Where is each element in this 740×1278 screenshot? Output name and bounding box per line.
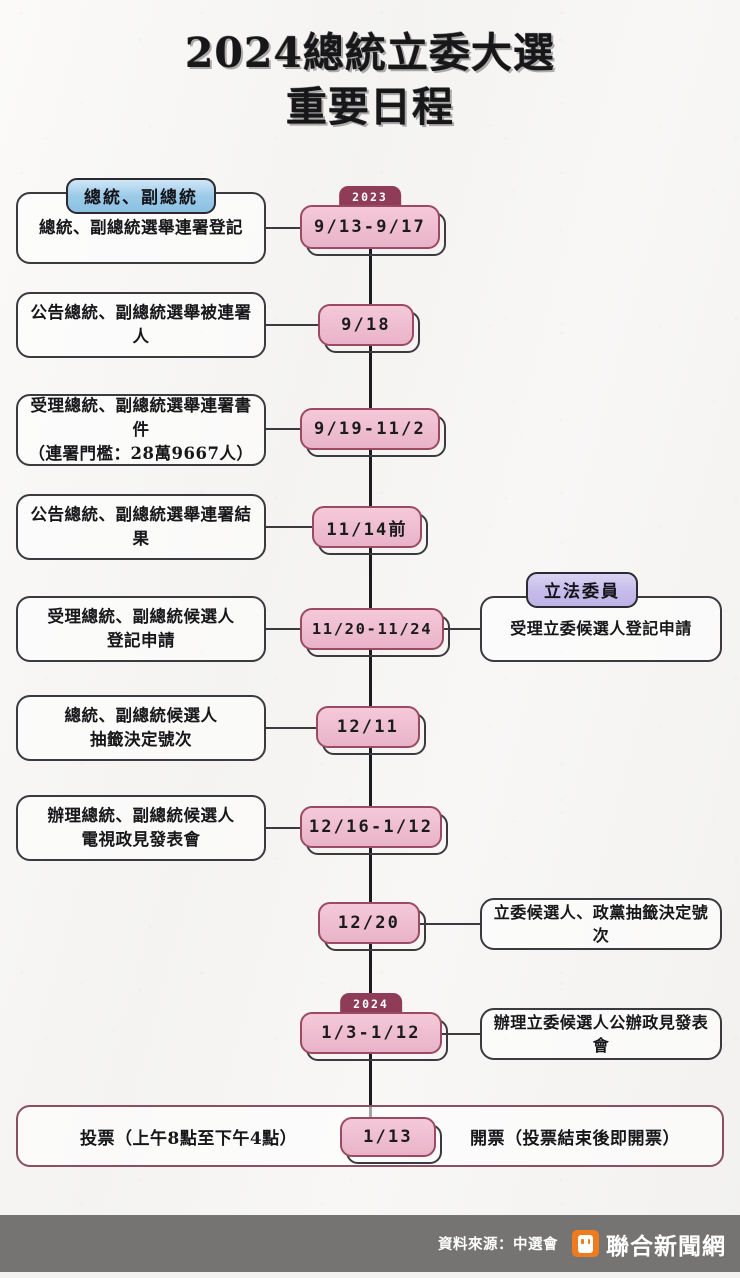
page-title: 2024總統立委大選 重要日程 [0,26,740,134]
category-badge-president: 總統、副總統 [66,178,216,214]
source-label: 資料來源：中選會 [438,1236,558,1253]
row-left-box: 總統、副總統候選人 抽籤決定號次 [16,695,266,761]
year-tab-label: 2023 [352,190,388,204]
row-left-text: 受理總統、副總統選舉連署書件 （連署門檻：28萬9667人） [28,396,254,463]
title-line-1: 2024總統立委大選 [184,29,556,77]
timeline-spine [369,228,372,1126]
row-left-box: 受理總統、副總統候選人 登記申請 [16,596,266,662]
title-line-2: 重要日程 [286,83,454,132]
row-left-box: 辦理總統、副總統候選人 電視政見發表會 [16,795,266,861]
row-right-box: 辦理立委候選人公辦政見發表會 [480,1008,722,1060]
category-badge-president-label: 總統、副總統 [84,188,198,208]
date-label: 11/20-11/24 [311,620,433,638]
row-left-text: 辦理總統、副總統候選人 電視政見發表會 [47,806,235,849]
date-pill: 12/20 [318,902,426,951]
date-pill: 9/18 [318,304,420,353]
pill-body: 12/16-1/12 [300,806,442,848]
pill-body: 1/13 [340,1117,436,1157]
year-tab-label: 2024 [353,997,389,1011]
connector-right [420,923,480,925]
category-badge-legislator-label: 立法委員 [544,582,620,602]
date-label: 11/14前 [326,519,408,540]
date-label: 1/13 [363,1127,413,1147]
row-left-text: 公告總統、副總統選舉被連署人 [30,303,252,346]
date-label: 9/18 [341,315,391,335]
pill-body: 1/3-1/12 [300,1012,442,1054]
footer-bar: 資料來源：中選會 聯合新聞網 [0,1215,740,1272]
pill-body: 11/14前 [312,506,422,548]
connector-left [266,428,300,430]
row-left-text: 公告總統、副總統選舉連署結果 [30,505,252,548]
udn-face-glyph [578,1234,593,1253]
pill-body: 12/20 [318,902,420,944]
date-pill: 12/11 [316,706,426,755]
footer-bottom-strip [0,1272,740,1278]
date-pill-voting-day: 1/13 [340,1117,442,1164]
pill-body: 9/13-9/17 [300,205,440,249]
date-label: 9/13-9/17 [314,217,426,237]
voting-hours-label: 投票（上午8點至下午4點） [80,1128,298,1149]
date-label: 12/20 [337,913,401,933]
category-badge-legislator: 立法委員 [526,572,638,608]
row-right-box: 立委候選人、政黨抽籤決定號次 [480,898,722,950]
row-left-box: 受理總統、副總統選舉連署書件 （連署門檻：28萬9667人） [16,394,266,466]
connector-left [266,827,300,829]
pill-body: 9/18 [318,304,414,346]
connector-right [442,1033,480,1035]
row-right-text: 辦理立委候選人公辦政見發表會 [493,1012,709,1055]
date-label: 1/3-1/12 [321,1023,421,1043]
brand-logo: 聯合新聞網 [572,1227,726,1261]
row-left-text: 總統、副總統選舉連署登記 [39,218,243,238]
connector-left [266,628,300,630]
connector-left [266,727,316,729]
date-pill: 11/14前 [312,506,428,555]
date-label: 12/11 [336,717,400,737]
row-left-text: 受理總統、副總統候選人 登記申請 [47,607,235,650]
date-pill: 9/19-11/2 [300,408,446,457]
date-pill: 11/20-11/24 [300,608,450,657]
date-pill: 2024 1/3-1/12 [300,993,448,1061]
connector-left [266,227,300,229]
row-left-box: 公告總統、副總統選舉被連署人 [16,292,266,358]
row-right-text: 立委候選人、政黨抽籤決定號次 [493,902,709,945]
udn-logo-icon [572,1230,599,1257]
row-left-text: 總統、副總統候選人 抽籤決定號次 [64,706,218,749]
pill-body: 9/19-11/2 [300,408,440,450]
date-pill: 2023 9/13-9/17 [300,186,446,256]
brand-name-label: 聯合新聞網 [606,1232,726,1260]
connector-right [444,628,480,630]
row-right-text: 受理立委候選人登記申請 [510,619,692,639]
row-left-box: 公告總統、副總統選舉連署結果 [16,494,266,560]
pill-body: 11/20-11/24 [300,608,444,650]
date-label: 12/16-1/12 [308,817,434,837]
connector-left [266,526,312,528]
connector-left [266,324,318,326]
voting-day-row: 投票（上午8點至下午4點） 1/13 開票（投票結束後即開票） [16,1105,724,1167]
date-label: 9/19-11/2 [314,419,426,439]
pill-body: 12/11 [316,706,420,748]
counting-label: 開票（投票結束後即開票） [470,1128,680,1149]
date-pill: 12/16-1/12 [300,806,448,855]
